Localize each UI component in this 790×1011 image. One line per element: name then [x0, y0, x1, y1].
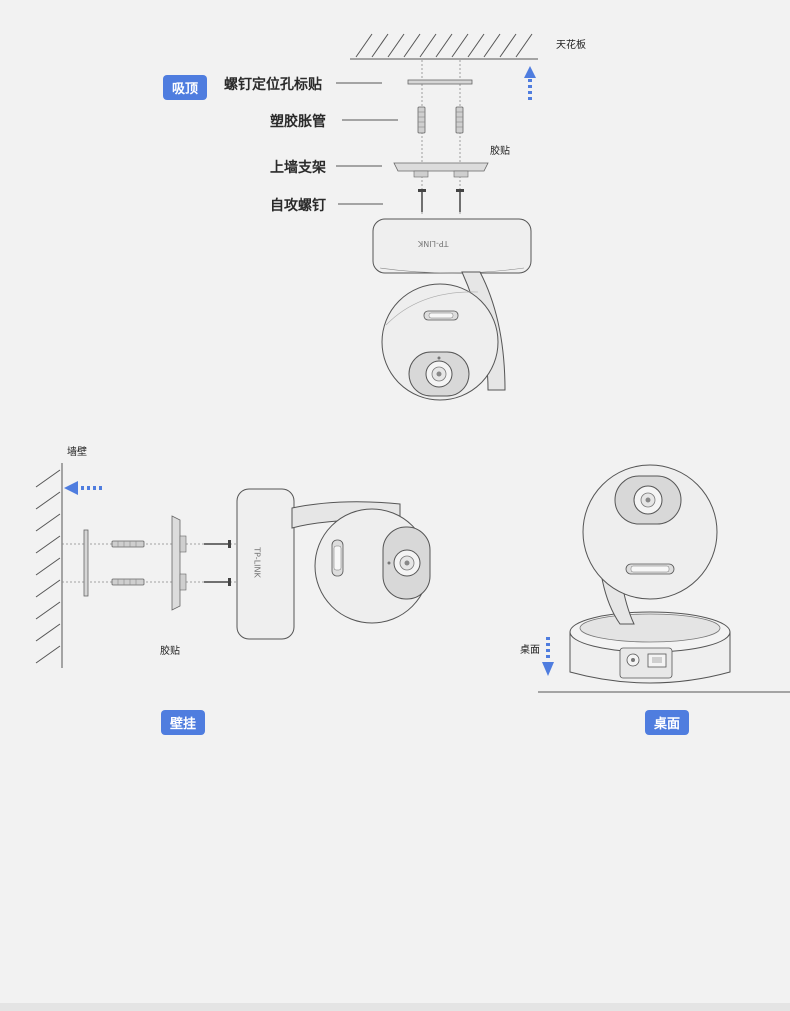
part-label-sticker: 螺钉定位孔标贴	[224, 77, 322, 93]
wall-label: 墙壁	[67, 447, 87, 458]
arrow-up-icon	[524, 66, 536, 100]
wall-adhesive-label: 胶贴	[160, 646, 180, 657]
wall-hatch	[35, 463, 63, 668]
part-label-screw: 自攻螺钉	[270, 198, 326, 214]
wall-mount-badge: 壁挂	[161, 710, 206, 735]
part-label-plastic-anchor: 塑胶胀管	[270, 114, 326, 130]
ceiling-label: 天花板	[556, 40, 586, 51]
part-label-bracket: 上墙支架	[270, 160, 326, 176]
arrow-down-icon	[542, 637, 554, 676]
ceiling-hatch	[350, 33, 538, 60]
ceiling-camera-brand: TP-LINK	[418, 239, 449, 248]
ceiling-adhesive-label: 胶贴	[490, 146, 510, 157]
desktop-badge: 桌面	[645, 710, 690, 735]
wall-camera-brand: TP-LINK	[252, 547, 262, 578]
desk-label: 桌面	[520, 645, 540, 656]
bottom-divider	[0, 1003, 790, 1011]
arrow-left-icon	[64, 481, 102, 495]
ceiling-mount-badge: 吸顶	[163, 75, 208, 100]
